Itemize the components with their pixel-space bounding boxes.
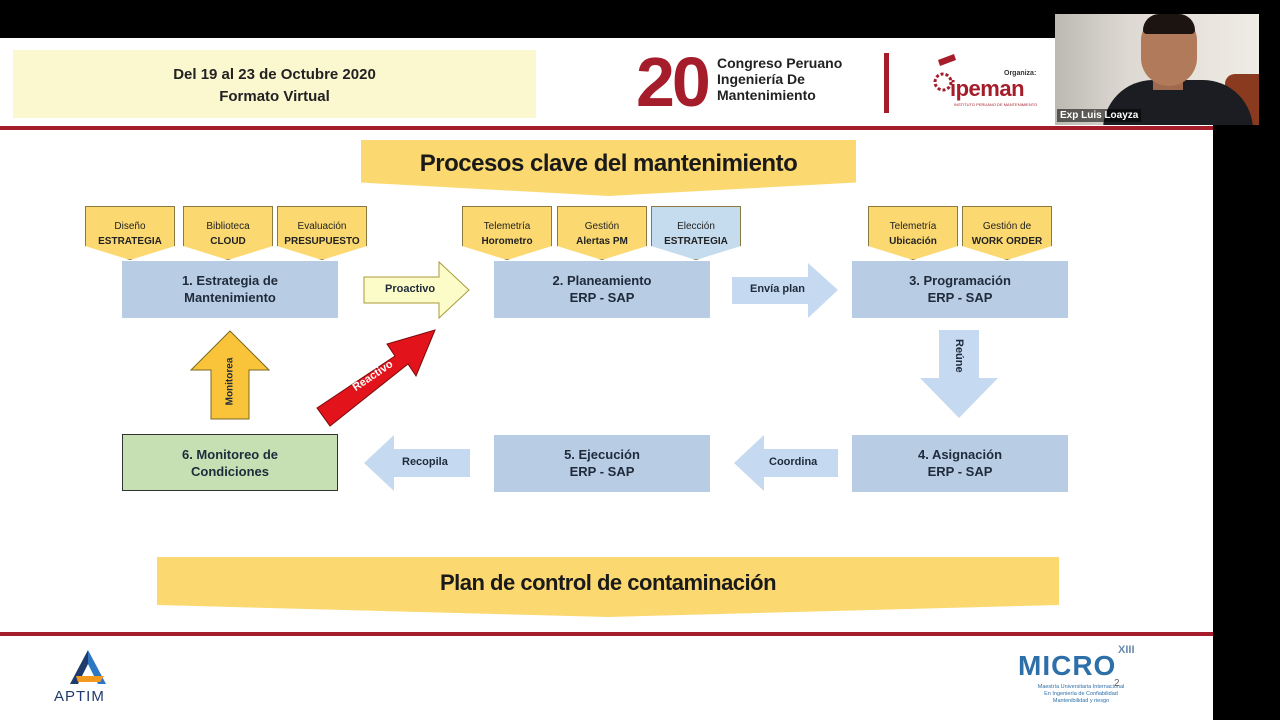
tag-gestion-alertas: Gestión Alertas PM bbox=[557, 206, 647, 260]
tag-line: Evaluación bbox=[297, 221, 347, 232]
ipeman-logo: Organiza: ipeman INSTITUTO PERUANO DE MA… bbox=[928, 52, 1058, 114]
tag-evaluacion-presupuesto: Evaluación PRESUPUESTO bbox=[277, 206, 367, 260]
micro-line: Maestría Universitaria Internacional bbox=[1037, 684, 1125, 690]
micro-roman: XIII bbox=[1118, 644, 1135, 656]
tag-line: Ubicación bbox=[889, 236, 937, 247]
divider-line bbox=[0, 126, 1213, 130]
participant-name-label: Exp Luis Loayza bbox=[1057, 109, 1142, 122]
tag-biblioteca-cloud: Biblioteca CLOUD bbox=[183, 206, 273, 260]
coordina-arrow: Coordina bbox=[734, 435, 838, 491]
page-number: 2 bbox=[1114, 678, 1120, 689]
divider-line bbox=[0, 632, 1213, 636]
congress-title: Congreso Peruano Ingeniería De Mantenimi… bbox=[717, 55, 842, 103]
process-label: 5. Ejecución bbox=[564, 447, 640, 462]
presentation-slide: Del 19 al 23 de Octubre 2020 Formato Vir… bbox=[0, 38, 1213, 720]
process-2-planeamiento: 2. Planeamiento ERP - SAP bbox=[494, 261, 710, 318]
reune-arrow: Reúne bbox=[920, 330, 998, 418]
header-separator bbox=[884, 53, 889, 113]
reactivo-arrow: Reactivo bbox=[310, 326, 440, 431]
process-5-ejecucion: 5. Ejecución ERP - SAP bbox=[494, 435, 710, 492]
process-label: Condiciones bbox=[190, 464, 269, 479]
micro-wordmark: MICRO bbox=[1018, 650, 1117, 681]
process-4-asignacion: 4. Asignación ERP - SAP bbox=[852, 435, 1068, 492]
arrow-up-icon bbox=[189, 330, 271, 420]
tag-diseno-estrategia: Diseño ESTRATEGIA bbox=[85, 206, 175, 260]
aptim-a-icon bbox=[70, 650, 106, 684]
process-6-monitoreo: 6. Monitoreo de Condiciones bbox=[122, 434, 338, 491]
slide-title-banner: Procesos clave del mantenimiento bbox=[361, 140, 856, 196]
arrow-down-icon bbox=[920, 330, 998, 418]
tag-line: ESTRATEGIA bbox=[98, 236, 162, 247]
proactivo-arrow: Proactivo bbox=[363, 260, 471, 320]
webcam-video-tile[interactable]: Exp Luis Loayza bbox=[1055, 14, 1259, 125]
process-label: 1. Estrategia de bbox=[181, 273, 279, 288]
micro-description: Maestría Universitaria Internacional En … bbox=[1012, 684, 1150, 705]
process-label: ERP - SAP bbox=[569, 290, 635, 305]
process-3-programacion: 3. Programación ERP - SAP bbox=[852, 261, 1068, 318]
tag-line: ESTRATEGIA bbox=[664, 236, 728, 247]
process-label: 4. Asignación bbox=[917, 447, 1003, 462]
event-format: Formato Virtual bbox=[219, 88, 330, 105]
ipeman-subtitle: INSTITUTO PERUANO DE MANTENIMIENTO bbox=[954, 102, 1038, 107]
congress-number: 20 bbox=[636, 43, 711, 121]
process-label: Mantenimiento bbox=[184, 290, 276, 305]
event-date-box: Del 19 al 23 de Octubre 2020 Formato Vir… bbox=[13, 50, 536, 118]
reune-label: Reúne bbox=[953, 339, 965, 373]
tag-line: Telemetría bbox=[889, 221, 937, 232]
micro-logo: MICRO XIII Maestría Universitaria Intern… bbox=[1010, 642, 1150, 716]
process-label: ERP - SAP bbox=[569, 464, 635, 479]
recopila-label: Recopila bbox=[402, 456, 448, 468]
recopila-arrow: Recopila bbox=[364, 435, 470, 491]
process-label: ERP - SAP bbox=[927, 464, 993, 479]
tag-line: Gestión bbox=[584, 221, 620, 232]
organiza-label: Organiza: bbox=[1004, 70, 1037, 77]
tag-line: Biblioteca bbox=[206, 221, 250, 232]
tag-line: Alertas PM bbox=[576, 236, 628, 247]
micro-line: En Ingeniería de Confiabilidad bbox=[1044, 691, 1118, 697]
aptim-wordmark: APTIM bbox=[54, 688, 105, 705]
congress-title-line: Congreso Peruano bbox=[717, 55, 843, 71]
monitorea-arrow: Monitorea bbox=[189, 330, 271, 420]
envia-plan-label: Envía plan bbox=[750, 283, 806, 295]
tag-line: Elección bbox=[677, 221, 715, 232]
micro-line: Mantenibilidad y riesgo bbox=[1052, 698, 1110, 704]
contamination-plan-banner: Plan de control de contaminación bbox=[157, 557, 1059, 617]
monitorea-label: Monitorea bbox=[224, 357, 236, 406]
top-black-bar bbox=[0, 0, 1055, 38]
tag-line: WORK ORDER bbox=[971, 236, 1043, 247]
tag-gestion-work-order: Gestión de WORK ORDER bbox=[962, 206, 1052, 260]
congress-title-line: Mantenimiento bbox=[717, 87, 816, 103]
arrow-right-icon bbox=[363, 260, 470, 320]
process-label: ERP - SAP bbox=[927, 290, 993, 305]
tag-line: Horometro bbox=[481, 236, 533, 247]
tag-eleccion-estrategia: Elección ESTRATEGIA bbox=[651, 206, 741, 260]
arrow-left-icon bbox=[364, 435, 470, 491]
ipeman-wordmark: ipeman bbox=[950, 76, 1025, 101]
tag-telemetria-ubicacion: Telemetría Ubicación bbox=[868, 206, 958, 260]
tag-telemetria-horometro: Telemetría Horometro bbox=[462, 206, 552, 260]
webcam-person-hair bbox=[1143, 14, 1195, 34]
process-label: 6. Monitoreo de bbox=[181, 447, 279, 462]
envia-plan-arrow: Envía plan bbox=[732, 263, 838, 318]
proactivo-label: Proactivo bbox=[385, 283, 436, 295]
gear-icon bbox=[933, 54, 956, 92]
tag-line: Gestión de bbox=[982, 221, 1032, 232]
arrow-right-icon bbox=[732, 263, 838, 318]
tag-line: Diseño bbox=[114, 221, 146, 232]
congress-title-line: Ingeniería De bbox=[717, 71, 805, 87]
tag-line: CLOUD bbox=[210, 236, 246, 247]
tag-line: Telemetría bbox=[483, 221, 531, 232]
tag-line: PRESUPUESTO bbox=[284, 236, 360, 247]
arrow-left-icon bbox=[734, 435, 838, 491]
process-label: 3. Programación bbox=[909, 273, 1011, 288]
event-dates: Del 19 al 23 de Octubre 2020 bbox=[173, 66, 376, 83]
arrow-diagonal-icon bbox=[316, 329, 436, 427]
process-1-estrategia: 1. Estrategia de Mantenimiento bbox=[122, 261, 338, 318]
process-label: 2. Planeamiento bbox=[552, 273, 652, 288]
coordina-label: Coordina bbox=[769, 456, 818, 468]
aptim-logo: APTIM bbox=[52, 646, 122, 710]
